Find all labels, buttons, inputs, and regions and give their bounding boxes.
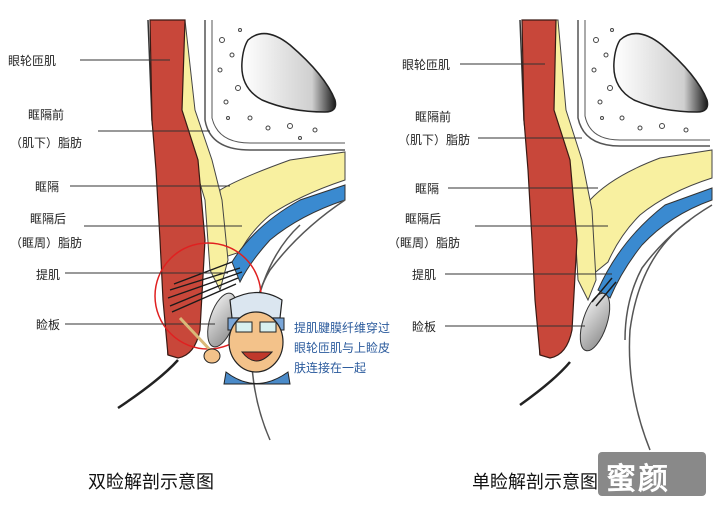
left-label-levator: 提肌 xyxy=(36,266,60,283)
right-label-tarsus: 睑板 xyxy=(412,318,436,335)
right-label-septum: 眶隔 xyxy=(415,180,439,197)
left-eyelash xyxy=(118,360,178,408)
left-label-septum: 眶隔 xyxy=(35,178,59,195)
left-label-preseptal-fat-2: （肌下）脂肪 xyxy=(10,134,82,151)
left-label-postseptal-fat-2: （眶周）脂肪 xyxy=(10,234,82,251)
doctor-hand xyxy=(204,349,220,363)
left-orbit-bone xyxy=(242,34,336,112)
watermark: 蜜颜 xyxy=(606,454,670,498)
doctor-face xyxy=(229,312,283,372)
right-label-preseptal-fat-2: （肌下）脂肪 xyxy=(398,131,470,148)
right-label-postseptal-fat-2: （眶周）脂肪 xyxy=(388,234,460,251)
right-label-orbicularis: 眼轮匝肌 xyxy=(402,56,450,73)
right-orbit-bone xyxy=(614,34,708,112)
note-line-2: 眼轮匝肌与上睑皮 xyxy=(294,338,390,358)
right-label-preseptal-fat-1: 眶隔前 xyxy=(415,108,451,125)
left-label-orbicularis: 眼轮匝肌 xyxy=(8,52,56,69)
left-label-preseptal-fat-1: 眶隔前 xyxy=(28,106,64,123)
doctor-body xyxy=(224,372,290,384)
right-eyelid-diagram xyxy=(445,20,712,450)
note-line-3: 肤连接在一起 xyxy=(294,358,366,378)
doctor-right-lens xyxy=(260,322,276,332)
left-label-postseptal-fat-1: 眶隔后 xyxy=(30,210,66,227)
left-label-tarsus: 睑板 xyxy=(36,316,60,333)
right-conjunctiva xyxy=(625,205,712,340)
right-orbicularis-muscle xyxy=(522,20,577,358)
left-caption: 双睑解剖示意图 xyxy=(88,468,214,494)
right-eyeball xyxy=(629,220,690,450)
right-eyelash xyxy=(520,362,570,405)
right-label-postseptal-fat-1: 眶隔后 xyxy=(405,210,441,227)
doctor-left-lens xyxy=(236,322,252,332)
note-line-1: 提肌腱膜纤维穿过 xyxy=(294,318,390,338)
right-caption: 单睑解剖示意图 xyxy=(472,468,598,494)
right-label-levator: 提肌 xyxy=(412,266,436,283)
left-orbicularis-muscle xyxy=(150,20,205,358)
